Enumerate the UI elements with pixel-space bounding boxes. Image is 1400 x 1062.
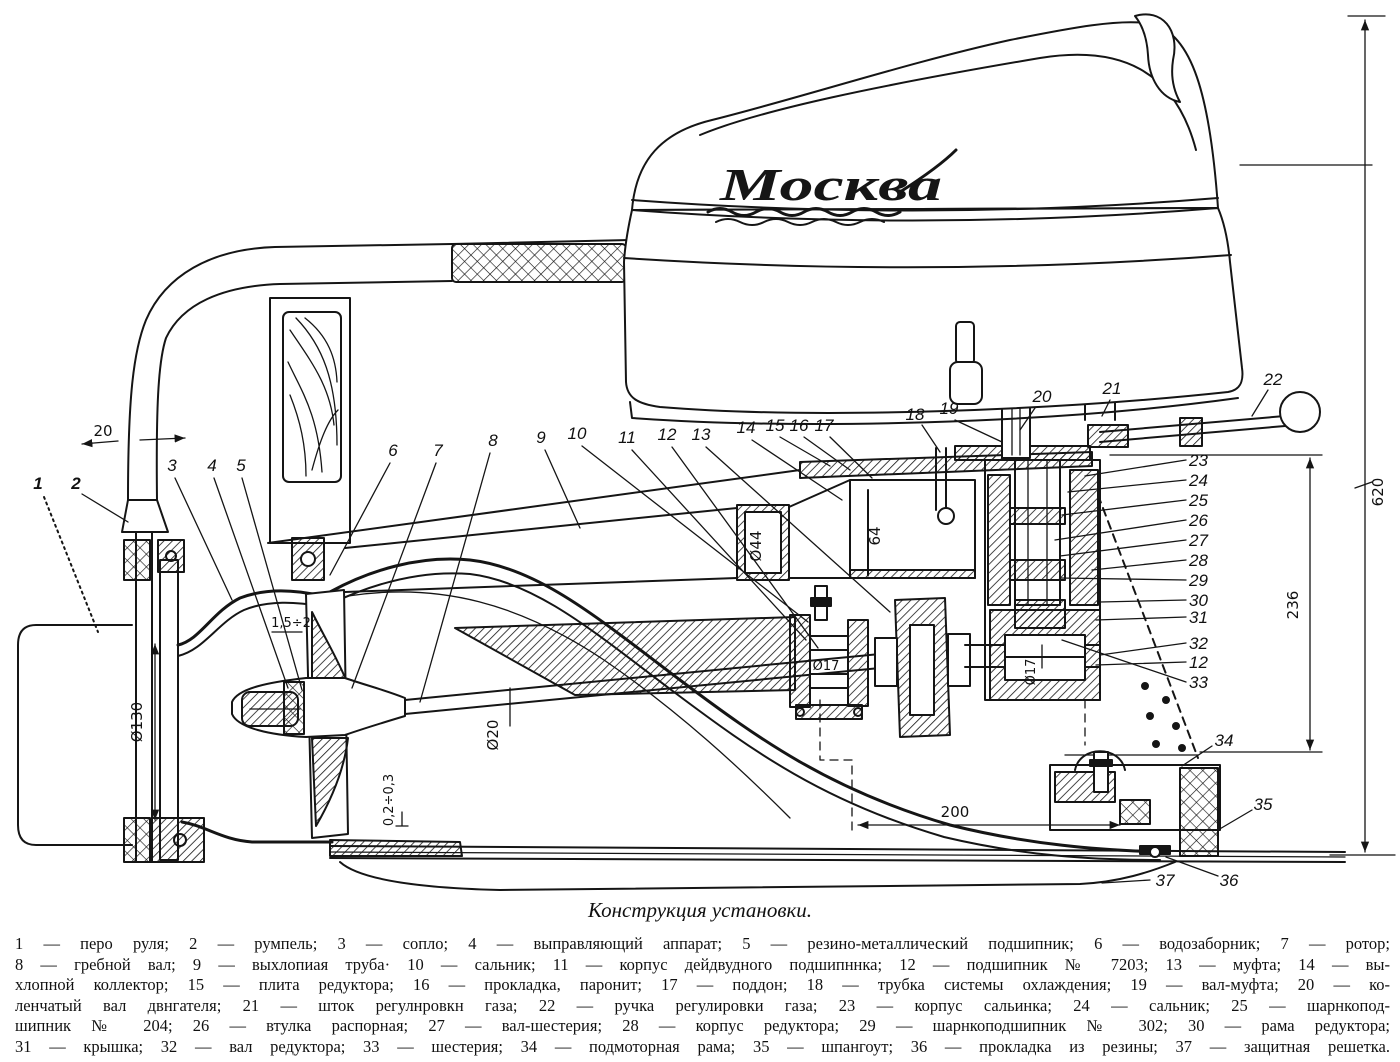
- callout-10: 10: [568, 424, 587, 443]
- hull-bottom: [329, 839, 1346, 891]
- callout-15: 15: [766, 416, 785, 435]
- callout-35: 35: [1254, 795, 1273, 814]
- callout-1: 1: [33, 474, 42, 493]
- motor-mount: [1049, 494, 1221, 831]
- construction-lines: [819, 699, 1086, 831]
- motor-hood: Москва: [623, 13, 1244, 425]
- dim-shaft-diameter: Ø20: [484, 720, 502, 751]
- callout-14: 14: [737, 418, 756, 437]
- callout-26: 26: [1188, 511, 1208, 530]
- callout-20: 20: [1032, 387, 1052, 406]
- callout-leaders: [81, 389, 1269, 884]
- gearbox: [984, 459, 1101, 701]
- callout-11: 11: [618, 428, 636, 447]
- tiller: [121, 239, 631, 533]
- callout-34: 34: [1215, 731, 1234, 750]
- figure-caption: Конструкция установки.: [587, 898, 813, 922]
- water-duct: [176, 557, 1162, 861]
- bearing-housing: [789, 585, 869, 720]
- legend-line: хлопной коллектор; 15 — плита редуктора;…: [15, 975, 1390, 994]
- dim-intake-length: 200: [941, 803, 970, 821]
- callout-8: 8: [488, 431, 498, 450]
- callout-3: 3: [167, 456, 177, 475]
- legend-line: 8 — гребной вал; 9 — выхлопиая труба· 10…: [15, 954, 1390, 974]
- exhaust-pipe: [267, 469, 801, 593]
- motor-logo: Москва: [719, 159, 942, 210]
- dimension-lines: [81, 15, 1396, 856]
- callout-12-second: 12: [1189, 653, 1208, 672]
- figure-legend: 1 — перо руля; 2 — румпель; 3 — сопло; 4…: [15, 934, 1390, 1057]
- callout-36: 36: [1220, 871, 1239, 890]
- callout-4: 4: [207, 456, 216, 475]
- nozzle-lower-wall: [180, 820, 334, 844]
- hood-latch: [955, 321, 975, 365]
- legend-line: ленчатый вал двнгателя; 21 — шток регулн…: [15, 995, 1390, 1015]
- frame-station: [1179, 767, 1219, 857]
- callout-16: 16: [790, 416, 809, 435]
- dim-collector-size: 64: [866, 526, 884, 545]
- rotor: [231, 589, 406, 839]
- rudder-assembly: [17, 531, 205, 863]
- dim-rotor-gap: 0,2÷0,3: [382, 774, 397, 826]
- callout-labels: 1 2 3 4 5 6 7 8 9 10 11 12 13 14 15 16 1…: [33, 370, 1283, 890]
- callout-32: 32: [1189, 634, 1208, 653]
- transom-bracket: [269, 297, 351, 544]
- dimension-labels: 620 236 200 Ø130 20 1,5÷2 0,2÷0,3 Ø20 Ø4…: [93, 422, 1387, 826]
- callout-27: 27: [1188, 531, 1208, 550]
- legend-line: 31 — крышка; 32 — вал редуктора; 33 — ше…: [15, 1036, 1390, 1056]
- tiller-grip: [451, 243, 627, 283]
- callout-5: 5: [236, 456, 246, 475]
- callout-19: 19: [940, 399, 959, 418]
- callout-2: 2: [70, 474, 81, 493]
- callout-31: 31: [1189, 608, 1208, 627]
- callout-7: 7: [433, 441, 443, 460]
- callout-9: 9: [536, 428, 546, 447]
- callout-33: 33: [1189, 673, 1208, 692]
- exhaust-collector: [736, 479, 976, 581]
- legend-line: 1 — перо руля; 2 — румпель; 3 — сопло; 4…: [15, 934, 1390, 953]
- callout-28: 28: [1188, 551, 1208, 570]
- dim-mount-height: 236: [1284, 591, 1302, 620]
- installation-drawing: Москва 620 236 200 Ø130 20 1,5÷2 0,2÷0,3…: [17, 13, 1396, 891]
- dim-tiller-offset: 20: [93, 422, 112, 440]
- callout-30: 30: [1189, 591, 1208, 610]
- rudder-blade: [17, 624, 133, 846]
- callout-37: 37: [1156, 871, 1175, 890]
- callout-25: 25: [1188, 491, 1208, 510]
- legend-line: шипник № 204; 26 — втулка распорная; 27 …: [15, 1016, 1390, 1035]
- nozzle-upper-wall: [176, 589, 324, 647]
- callout-29: 29: [1188, 571, 1208, 590]
- callout-6: 6: [388, 441, 398, 460]
- callout-21: 21: [1102, 379, 1122, 398]
- dim-nozzle-diameter: Ø130: [128, 702, 146, 742]
- callout-13: 13: [692, 425, 711, 444]
- dim-shaft-diameter-2: Ø17: [813, 659, 840, 674]
- callout-18: 18: [906, 405, 925, 424]
- throttle-knob: [1279, 391, 1321, 433]
- callout-17: 17: [815, 416, 834, 435]
- dim-gear-shaft-diameter: Ø17: [1024, 659, 1039, 686]
- dim-bearing-gap: 1,5÷2: [271, 616, 311, 631]
- dim-total-height: 620: [1369, 478, 1387, 507]
- cooling-tube: [935, 447, 955, 525]
- callout-23: 23: [1188, 451, 1208, 470]
- callout-12: 12: [658, 425, 677, 444]
- protective-grille: [339, 861, 1176, 891]
- coupling: [874, 597, 1101, 738]
- callout-22: 22: [1263, 370, 1283, 389]
- callout-24: 24: [1188, 471, 1208, 490]
- dim-exhaust-diameter: Ø44: [747, 531, 765, 562]
- callout-leader-rudder: [43, 496, 99, 633]
- hood-handle: [1134, 13, 1181, 103]
